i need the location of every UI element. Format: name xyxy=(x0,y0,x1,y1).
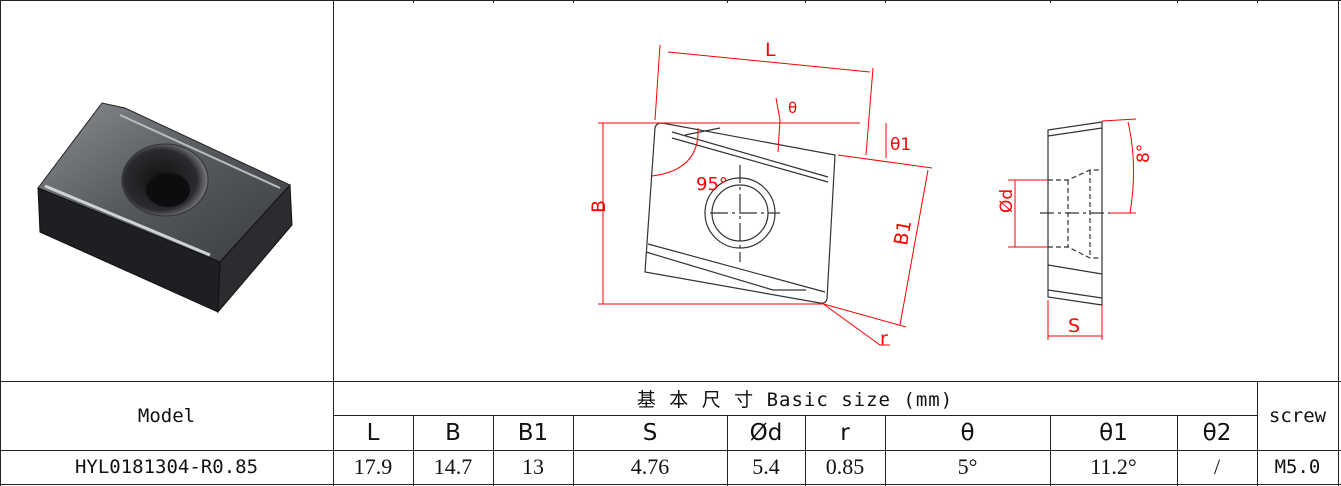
column-header-theta1: θ1 xyxy=(1099,419,1128,446)
model-value: HYL0181304-R0.85 xyxy=(74,456,259,478)
border xyxy=(805,415,806,486)
border xyxy=(0,484,1341,485)
border xyxy=(1050,415,1051,486)
value-S: 4.76 xyxy=(630,454,670,479)
screw-header: screw xyxy=(1268,404,1327,427)
value-L: 17.9 xyxy=(353,454,393,479)
dimension-labels: L B θ θ1 95° B1 r Ød S 8° xyxy=(588,39,1154,350)
insert-side-view xyxy=(1040,121,1110,306)
border xyxy=(413,415,414,486)
border xyxy=(0,0,1,486)
value-d: 5.4 xyxy=(752,454,780,479)
border xyxy=(727,0,728,3)
value-theta: 5° xyxy=(957,454,978,479)
label-8-degree: 8° xyxy=(1134,144,1154,163)
label-theta: θ xyxy=(788,99,797,117)
value-theta2: / xyxy=(1213,454,1221,479)
label-r: r xyxy=(880,328,888,350)
border xyxy=(333,415,1257,416)
column-header-r: r xyxy=(840,419,850,446)
column-header-S: S xyxy=(642,419,658,446)
border xyxy=(885,415,886,486)
border xyxy=(0,0,1341,1)
border xyxy=(0,450,1341,451)
label-L: L xyxy=(765,39,776,61)
insert-top-view xyxy=(644,122,836,304)
label-theta1: θ1 xyxy=(890,135,911,155)
insert-technical-drawing: L B θ θ1 95° B1 r Ød S 8° xyxy=(588,39,1154,350)
basic-size-header: 基 本 尺 寸 Basic size (mm) xyxy=(636,388,954,411)
border xyxy=(1177,0,1178,3)
column-header-theta2: θ2 xyxy=(1202,419,1232,446)
value-r: 0.85 xyxy=(825,454,865,479)
label-95-degree: 95° xyxy=(696,174,728,195)
border xyxy=(1050,0,1051,3)
label-B1: B1 xyxy=(890,219,916,248)
column-header-theta: θ xyxy=(960,419,975,446)
model-header: Model xyxy=(137,404,196,427)
border xyxy=(573,0,574,3)
value-B1: 13 xyxy=(522,454,544,479)
insert-product-image xyxy=(37,102,293,314)
label-B: B xyxy=(588,200,610,213)
border xyxy=(1338,0,1339,486)
border xyxy=(727,415,728,486)
column-header-L: L xyxy=(366,419,380,446)
border xyxy=(573,415,574,486)
value-theta1: 11.2° xyxy=(1090,454,1137,479)
border xyxy=(333,0,334,486)
value-screw: M5.0 xyxy=(1274,456,1321,478)
label-S: S xyxy=(1068,315,1080,337)
border xyxy=(1257,381,1258,486)
border xyxy=(493,0,494,3)
border xyxy=(885,0,886,3)
dimension-lines xyxy=(598,44,1137,346)
label-d: Ød xyxy=(997,189,1017,213)
border xyxy=(805,0,806,3)
border xyxy=(493,415,494,486)
value-B: 14.7 xyxy=(433,454,473,479)
border xyxy=(413,0,414,3)
border xyxy=(0,381,1341,382)
column-header-B: B xyxy=(445,419,461,446)
column-header-d: Ød xyxy=(749,419,783,446)
column-header-B1: B1 xyxy=(517,419,549,446)
border xyxy=(1257,0,1258,3)
border xyxy=(1177,415,1178,486)
